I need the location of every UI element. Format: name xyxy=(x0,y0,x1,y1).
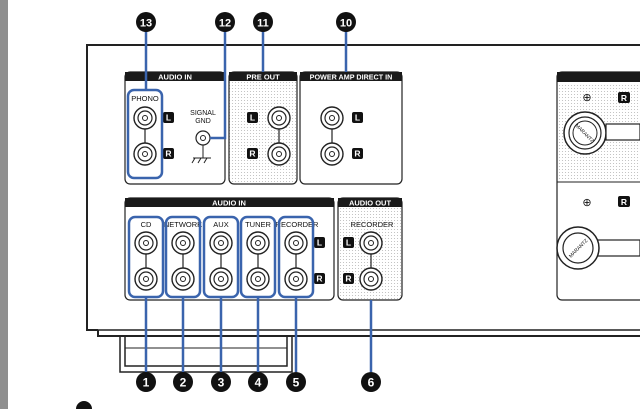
rca-jack-recorder-in-r[interactable] xyxy=(284,267,308,291)
speaker-r-label: R xyxy=(621,197,627,207)
signal-gnd-terminal[interactable] xyxy=(195,130,211,146)
signal-label: SIGNAL xyxy=(190,110,216,117)
rca-jack-power-amp-l[interactable] xyxy=(320,106,344,130)
rca-jack-tuner-l[interactable] xyxy=(246,231,270,255)
pre-out-section: PRE OUT xyxy=(228,71,298,185)
rca-jack-tuner-r[interactable] xyxy=(246,267,270,291)
callout-badges: 13 12 11 10 1 2 3 4 5 6 xyxy=(136,12,381,392)
callout-13-label: 13 xyxy=(140,18,152,30)
rca-jack-network-r[interactable] xyxy=(171,267,195,291)
r-badge xyxy=(343,273,354,284)
callout-5 xyxy=(286,372,306,392)
l-badge xyxy=(163,112,174,123)
section-header-label: AUDIO OUT xyxy=(349,199,392,208)
channel-badges: L R L R L R L R L R xyxy=(163,112,363,284)
l-badge xyxy=(314,237,325,248)
l-badge-label: L xyxy=(166,113,171,123)
rca-jack-pre-out-r[interactable] xyxy=(267,142,291,166)
callout-3-label: 3 xyxy=(218,376,225,390)
phono-label: PHONO xyxy=(131,94,159,103)
callout-1-label: 1 xyxy=(143,376,150,390)
callout-4-label: 4 xyxy=(255,376,262,390)
r-badge xyxy=(314,273,325,284)
gnd-label: GND xyxy=(195,118,211,125)
plus-symbol: ⊕ xyxy=(582,197,591,209)
page-edge-bar xyxy=(0,0,8,409)
l-badge-label: L xyxy=(250,113,255,123)
callout-5-label: 5 xyxy=(293,376,300,390)
l-badge xyxy=(247,112,258,123)
callout-12 xyxy=(215,12,235,32)
l-badge-label: L xyxy=(317,238,322,248)
speaker-terminal-section: ⊕ R ⊕ R MARANTZ MARANTZ xyxy=(556,71,640,301)
speaker-terminal-lower[interactable]: MARANTZ xyxy=(556,226,640,270)
rca-jack-recorder-out-l[interactable] xyxy=(359,231,383,255)
recorder-in-label: RECORDER xyxy=(276,220,320,229)
callout-11-label: 11 xyxy=(257,18,269,30)
l-badge-label: L xyxy=(346,238,351,248)
rca-jack-network-l[interactable] xyxy=(171,231,195,255)
callout-12-label: 12 xyxy=(219,18,231,30)
r-badge-label: R xyxy=(354,149,360,159)
rca-jack-power-amp-r[interactable] xyxy=(320,142,344,166)
callout-10 xyxy=(336,12,356,32)
section-header-label: AUDIO IN xyxy=(158,73,192,82)
rca-jack-phono-r[interactable] xyxy=(133,142,157,166)
rca-jack-aux-l[interactable] xyxy=(209,231,233,255)
section-header xyxy=(125,198,334,207)
cut-off-badge xyxy=(76,401,92,409)
r-badge xyxy=(352,148,363,159)
r-badge-label: R xyxy=(345,274,351,284)
ground-symbol-icon xyxy=(191,145,211,164)
rca-jack-cd-r[interactable] xyxy=(134,267,158,291)
l-badge-label: L xyxy=(355,113,360,123)
section-header xyxy=(125,72,225,81)
speaker-r-label: R xyxy=(621,93,627,103)
callout-6-label: 6 xyxy=(368,376,375,390)
r-badge xyxy=(247,148,258,159)
callout-2 xyxy=(173,372,193,392)
recorder-out-label: RECORDER xyxy=(351,220,395,229)
r-badge xyxy=(163,148,174,159)
callout-3 xyxy=(211,372,231,392)
callout-10-label: 10 xyxy=(340,18,352,30)
section-header xyxy=(229,72,297,81)
aux-label: AUX xyxy=(213,220,228,229)
chassis-outline xyxy=(86,44,640,373)
rca-jack-pre-out-l[interactable] xyxy=(267,106,291,130)
r-badge-label: R xyxy=(316,274,322,284)
speaker-r-badge xyxy=(618,92,630,103)
callout-6 xyxy=(361,372,381,392)
rca-jack-recorder-out-r[interactable] xyxy=(359,267,383,291)
section-header xyxy=(300,72,402,81)
speaker-r-badge xyxy=(618,196,630,207)
callout-4 xyxy=(248,372,268,392)
rca-jack-cd-l[interactable] xyxy=(134,231,158,255)
network-label: NETWORK xyxy=(164,220,202,229)
callout-11 xyxy=(253,12,273,32)
tuner-label: TUNER xyxy=(245,220,271,229)
callout-2-label: 2 xyxy=(180,376,187,390)
callout-leaders xyxy=(144,30,373,372)
section-header-label: PRE OUT xyxy=(246,73,280,82)
r-badge-label: R xyxy=(249,149,255,159)
rca-jack-phono-l[interactable] xyxy=(133,106,157,130)
section-header-label: POWER AMP DIRECT IN xyxy=(310,73,393,82)
plus-symbol: ⊕ xyxy=(582,92,591,104)
power-amp-direct-in-section: POWER AMP DIRECT IN xyxy=(299,71,403,185)
cd-label: CD xyxy=(141,220,152,229)
r-badge-label: R xyxy=(165,149,171,159)
rca-jack-aux-r[interactable] xyxy=(209,267,233,291)
section-header-label: AUDIO IN xyxy=(212,199,246,208)
rca-jack-recorder-in-l[interactable] xyxy=(284,231,308,255)
section-header xyxy=(338,198,402,207)
l-badge xyxy=(352,112,363,123)
callout-13 xyxy=(136,12,156,32)
l-badge xyxy=(343,237,354,248)
speaker-terminal-upper[interactable]: MARANTZ xyxy=(563,111,607,155)
callout-1 xyxy=(136,372,156,392)
